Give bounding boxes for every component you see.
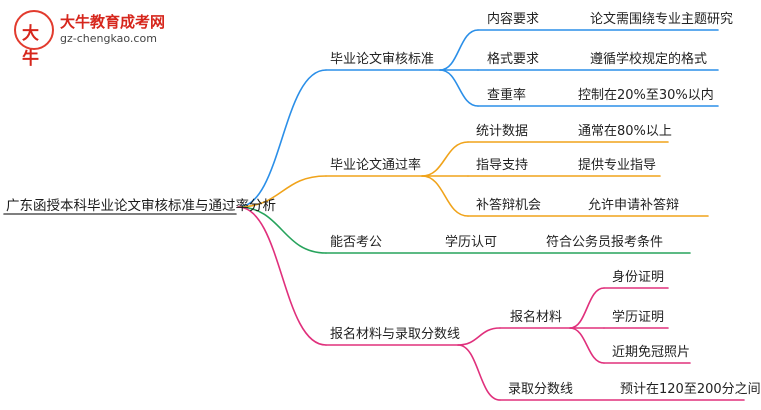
root-topic: 广东函授本科毕业论文审核标准与通过率分析 — [6, 198, 276, 214]
leaf-format-requirement: 遵循学校规定的格式 — [590, 52, 708, 67]
site-logo: 大牛 大牛教育成考网 gz-chengkao.com — [8, 8, 168, 69]
leaf-re-defense: 允许申请补答辩 — [588, 198, 680, 213]
leaf-guidance: 提供专业指导 — [578, 158, 657, 173]
leaf-education-proof: 学历证明 — [612, 310, 665, 325]
connector-branch2-node1 — [421, 141, 469, 177]
leaf-statistics: 通常在80%以上 — [578, 124, 672, 139]
connector-materials-leaf1 — [569, 287, 605, 329]
connector-root-branch4 — [237, 206, 327, 346]
connector-root-branch3 — [237, 206, 327, 254]
connector-branch1-node3 — [439, 69, 479, 107]
leaf-id-proof: 身份证明 — [612, 270, 665, 285]
logo-site-name: 大牛教育成考网 — [60, 13, 166, 31]
node-admission-score: 录取分数线 — [508, 382, 574, 397]
connector-branch4-node2 — [457, 344, 501, 401]
node-application-materials: 报名材料 — [510, 310, 563, 325]
node-re-defense: 补答辩机会 — [476, 198, 542, 213]
leaf-degree-recognition: 符合公务员报考条件 — [546, 235, 664, 250]
branch-review-standard: 毕业论文审核标准 — [330, 52, 435, 67]
connector-branch1-node1 — [439, 29, 479, 71]
connector-branch2-node3 — [421, 175, 469, 217]
connector-root-branch2 — [237, 175, 327, 208]
node-guidance: 指导支持 — [476, 158, 529, 173]
connector-materials-leaf3 — [569, 327, 605, 364]
branch-materials-score: 报名材料与录取分数线 — [330, 327, 461, 342]
leaf-admission-score: 预计在120至200分之间 — [620, 382, 761, 397]
leaf-content-requirement: 论文需围绕专业主题研究 — [590, 12, 734, 27]
node-format-requirement: 格式要求 — [487, 52, 540, 67]
branch-civil-service: 能否考公 — [330, 235, 383, 250]
node-degree-recognition: 学历认可 — [445, 235, 498, 250]
node-statistics: 统计数据 — [476, 124, 529, 139]
branch-pass-rate: 毕业论文通过率 — [330, 158, 422, 173]
node-plagiarism-rate: 查重率 — [487, 88, 527, 103]
connector-branch4-node1 — [457, 327, 501, 346]
node-content-requirement: 内容要求 — [487, 12, 540, 27]
logo-url: gz-chengkao.com — [60, 32, 157, 45]
leaf-plagiarism-rate: 控制在20%至30%以内 — [578, 88, 714, 103]
logo-badge-glyph: 大牛 — [22, 24, 39, 69]
logo-badge: 大牛 — [14, 10, 54, 69]
connector-root-branch1 — [237, 69, 327, 208]
leaf-photo: 近期免冠照片 — [612, 345, 691, 360]
